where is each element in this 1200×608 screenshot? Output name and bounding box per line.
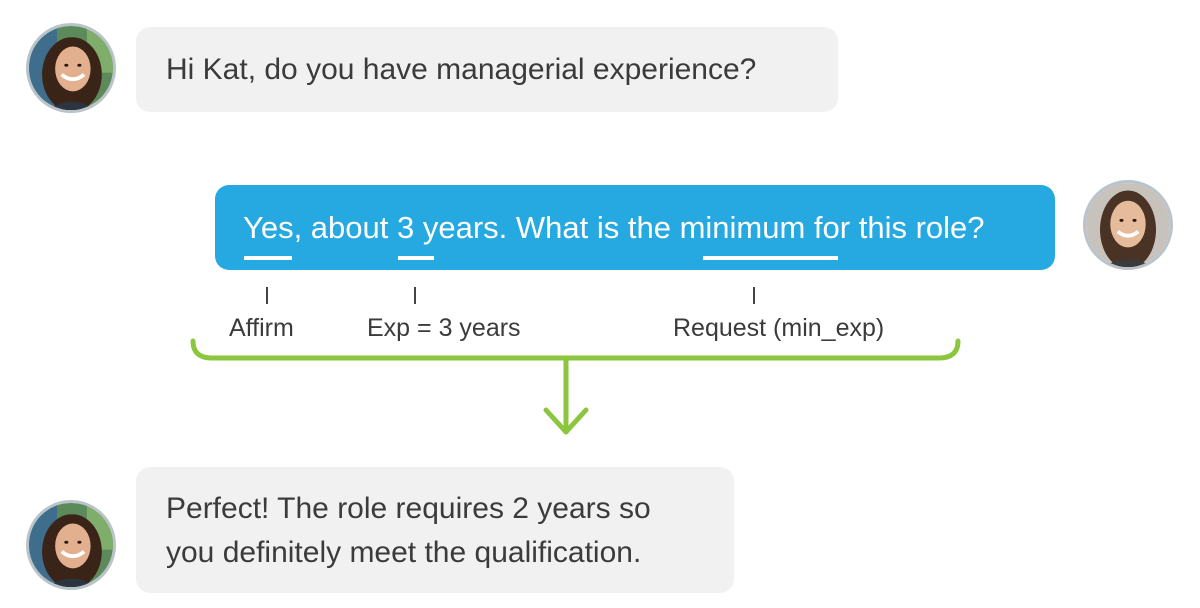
annotation-tick-request [753,287,755,304]
candidate-avatar-icon [1086,183,1170,267]
recruiter-avatar-icon [29,26,113,110]
recruiter-avatar-icon [29,503,113,587]
recruiter-reply-line: Perfect! The role requires 2 years so [166,492,651,525]
candidate-message-bubble: Yes, about 3 years. What is the minimum … [215,185,1055,270]
annotation-tick-exp [414,287,416,304]
recruiter-message-text: Hi Kat, do you have managerial experienc… [166,53,757,86]
message-text-segment: for this role? [805,210,985,245]
underline-minimum [703,256,838,260]
token-yes: Yes [243,210,294,245]
message-text-segment: years. What is the [414,210,680,245]
annotation-label-exp: Exp = 3 years [367,314,521,342]
green-bracket [190,338,961,361]
annotation-label-affirm: Affirm [229,314,294,342]
underline-3 [398,256,434,260]
annotation-label-request: Request (min_exp) [673,314,885,342]
recruiter-reply-bubble: Perfect! The role requires 2 years so yo… [136,467,734,593]
recruiter-message-bubble: Hi Kat, do you have managerial experienc… [136,27,838,112]
arrow-down-icon [543,407,589,435]
recruiter-reply-line: you definitely meet the qualification. [166,536,642,569]
candidate-avatar [1083,180,1173,270]
message-text-segment: , about [293,210,397,245]
annotation-tick-affirm [266,287,268,304]
token-minimum: minimum [679,210,806,245]
recruiter-avatar [26,23,116,113]
recruiter-avatar [26,500,116,590]
token-3: 3 [397,210,415,245]
underline-yes [244,256,292,260]
